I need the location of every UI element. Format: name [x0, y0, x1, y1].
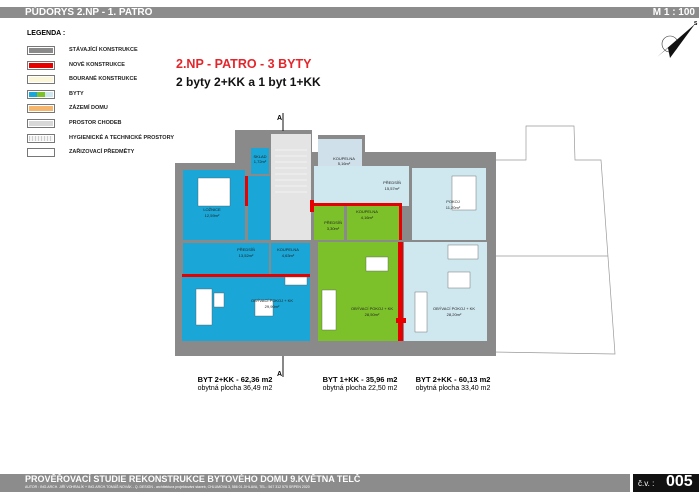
- svg-text:12,59m²: 12,59m²: [205, 213, 220, 218]
- svg-text:28,20m²: 28,20m²: [447, 312, 462, 317]
- room-staircase: [271, 134, 311, 240]
- room-predsin-blue: [183, 243, 269, 275]
- credits: AUTOR : ING.ARCH. JIŘÍ VOHRALÍK + ING.AR…: [25, 485, 310, 489]
- room-predsin-large: [314, 166, 409, 206]
- svg-text:OBÝVACÍ POKOJ + KK: OBÝVACÍ POKOJ + KK: [251, 298, 293, 303]
- svg-text:OBÝVACÍ POKOJ + KK: OBÝVACÍ POKOJ + KK: [351, 306, 393, 311]
- svg-text:KOUPELNA: KOUPELNA: [277, 247, 299, 252]
- svg-text:1,72m²: 1,72m²: [254, 159, 267, 164]
- svg-text:13,52m²: 13,52m²: [239, 253, 254, 258]
- new-walls: [182, 176, 406, 341]
- svg-text:29,90m²: 29,90m²: [265, 304, 280, 309]
- project-title: PROVĚŘOVACÍ STUDIE REKONSTRUKCE BYTOVÉHO…: [25, 474, 361, 484]
- svg-text:PŘEDSÍŇ: PŘEDSÍŇ: [237, 247, 255, 252]
- room-sklad: [251, 148, 269, 174]
- svg-text:S: S: [694, 21, 698, 27]
- room-koupelna-top: [318, 139, 362, 166]
- svg-text:POKOJ: POKOJ: [446, 199, 460, 204]
- compass-icon: S: [657, 21, 698, 58]
- room-koupelna-green: [347, 206, 399, 240]
- room-koupelna-blue: [271, 243, 310, 275]
- stairs: [275, 149, 307, 193]
- svg-text:A: A: [277, 371, 282, 378]
- sheet-number-box: č.v. : 005: [633, 473, 699, 492]
- header-bar: PŮDORYS 2.NP - 1. PATRO M 1 : 100: [0, 7, 699, 18]
- svg-text:4,16m²: 4,16m²: [361, 215, 374, 220]
- neighbour-outline: [492, 125, 616, 355]
- section-marker-top: A: [277, 113, 284, 131]
- svg-text:28,50m²: 28,50m²: [365, 312, 380, 317]
- svg-text:A: A: [277, 115, 282, 122]
- svg-text:4,63m²: 4,63m²: [282, 253, 295, 258]
- furniture: [195, 175, 479, 333]
- svg-text:11,20m²: 11,20m²: [446, 205, 461, 210]
- section-marker-bottom: A: [277, 356, 284, 378]
- svg-text:3,30m²: 3,30m²: [327, 226, 340, 231]
- svg-text:15,57m²: 15,57m²: [385, 186, 400, 191]
- svg-text:5,16m²: 5,16m²: [338, 161, 351, 166]
- headline-floor: 2.NP - PATRO - 3 BYTY: [176, 57, 312, 71]
- svg-text:OBÝVACÍ POKOJ + KK: OBÝVACÍ POKOJ + KK: [433, 306, 475, 311]
- headline-units: 2 byty 2+KK a 1 byt 1+KK: [176, 75, 321, 89]
- footer-bar: PROVĚŘOVACÍ STUDIE REKONSTRUKCE BYTOVÉHO…: [0, 474, 630, 492]
- room-corridor-blue: [248, 176, 270, 240]
- svg-text:KOUPELNA: KOUPELNA: [356, 209, 378, 214]
- svg-text:KOUPELNA: KOUPELNA: [333, 156, 355, 161]
- svg-text:LOŽNICE: LOŽNICE: [203, 207, 221, 212]
- scale-label: M 1 : 100: [652, 7, 695, 18]
- room-predsin-green: [314, 206, 344, 240]
- sheet-number: 005: [666, 473, 693, 490]
- legend-title: LEGENDA :: [27, 30, 66, 37]
- svg-text:SKLAD: SKLAD: [253, 154, 266, 159]
- drawing-title: PŮDORYS 2.NP - 1. PATRO: [25, 7, 153, 18]
- svg-text:PŘEDSÍŇ: PŘEDSÍŇ: [383, 180, 401, 185]
- svg-text:PŘEDSÍŇ: PŘEDSÍŇ: [324, 220, 342, 225]
